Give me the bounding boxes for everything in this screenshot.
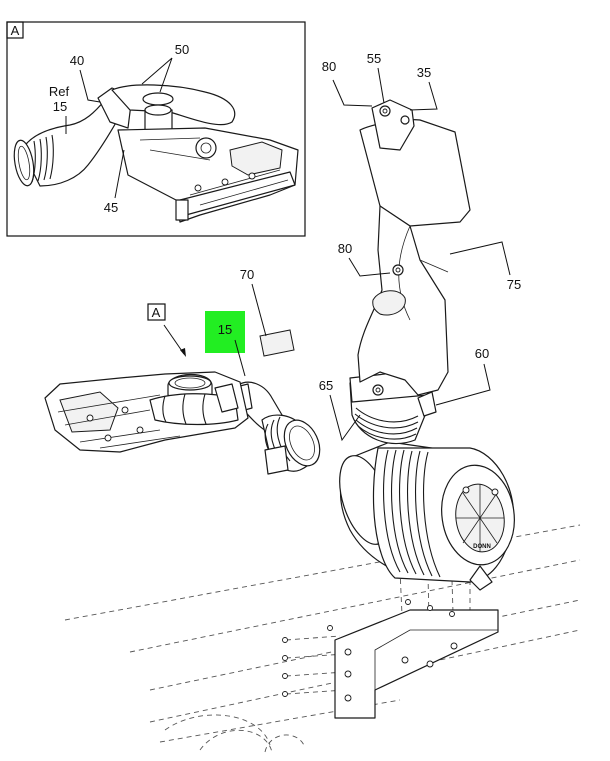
leader-65 [329, 394, 361, 442]
air-inlet-duct [357, 99, 471, 396]
leader-55 [377, 67, 385, 104]
leader-60 [435, 363, 491, 406]
manifold-assembly [44, 371, 249, 453]
mounting-bracket [282, 599, 499, 719]
callout-65: 65 [319, 378, 333, 393]
inset-view-a: A [6, 21, 306, 237]
leader-80-top [332, 79, 373, 107]
inset-callouts: Ref 15 40 50 45 [49, 42, 189, 215]
view-a-arrowhead [180, 348, 186, 357]
callout-75: 75 [507, 277, 521, 292]
leader-40 [79, 69, 101, 103]
callout-35: 35 [417, 65, 431, 80]
callout-15-highlight[interactable] [205, 311, 245, 353]
decal-70 [259, 329, 295, 357]
leader-80-mid [348, 257, 391, 277]
leader-35 [409, 81, 438, 111]
frame-rails [64, 524, 581, 753]
leader-75 [449, 241, 511, 276]
callout-55: 55 [367, 51, 381, 66]
filter-brand-text: DONN [473, 544, 491, 550]
callout-ref-15: 15 [53, 99, 67, 114]
view-a-marker: A [147, 303, 186, 357]
inset-hose [13, 99, 123, 187]
callout-80-mid: 80 [338, 241, 352, 256]
callout-ref-word: Ref [49, 84, 70, 99]
inset-letter-box [6, 21, 24, 39]
view-a-arrow-line [163, 324, 185, 355]
leader-45 [114, 149, 125, 199]
callout-60: 60 [475, 346, 489, 361]
callout-50: 50 [175, 42, 189, 57]
inset-frame [6, 21, 306, 237]
inset-manifold [117, 127, 299, 223]
main-hose [231, 381, 321, 475]
leader-50 [141, 57, 173, 93]
callout-15[interactable]: 15 [218, 322, 232, 337]
leader-70 [251, 283, 267, 337]
callout-45: 45 [104, 200, 118, 215]
callout-40: 40 [70, 53, 84, 68]
callout-70: 70 [240, 267, 254, 282]
main-callouts: 15 70 80 55 35 80 75 60 65 [205, 51, 521, 442]
air-cleaner: DONN [339, 441, 515, 591]
intake-elbow [349, 369, 437, 445]
view-a-letter: A [152, 305, 161, 320]
leader-15 [234, 339, 246, 377]
view-a-box [147, 303, 166, 321]
inset-letter: A [11, 23, 20, 38]
callout-80-top: 80 [322, 59, 336, 74]
